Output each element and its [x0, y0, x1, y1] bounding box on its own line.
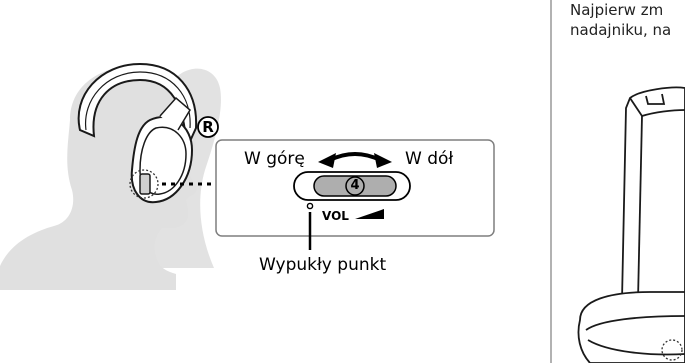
- side-text-line-1: Najpierw zm: [570, 1, 664, 19]
- bump-point-label: Wypukły punkt: [259, 255, 387, 275]
- headband-inner-line: [84, 71, 191, 131]
- headphone-earcup-inner: [139, 126, 187, 195]
- vol-label: VOL: [322, 209, 349, 223]
- direction-down-label: W dół: [405, 149, 454, 169]
- earcup-volume-dial: [139, 173, 151, 195]
- bump-dot: [306, 202, 314, 210]
- earcup-dial-highlight-circle: [129, 169, 159, 199]
- transmitter-stand: [577, 86, 685, 363]
- right-marker-circle: [197, 116, 219, 138]
- vol-wedge-icon: [355, 209, 384, 219]
- earcup-slider: [159, 96, 191, 131]
- direction-up-label: W górę: [244, 149, 305, 169]
- side-text-line-2: nadajniku, na: [570, 21, 672, 39]
- transmitter-highlight-circle: [661, 339, 683, 361]
- direction-double-arrow: [318, 152, 392, 168]
- volume-value-circle: [345, 176, 365, 196]
- right-marker-label: R: [202, 118, 214, 136]
- volume-value-label: 4: [350, 178, 360, 193]
